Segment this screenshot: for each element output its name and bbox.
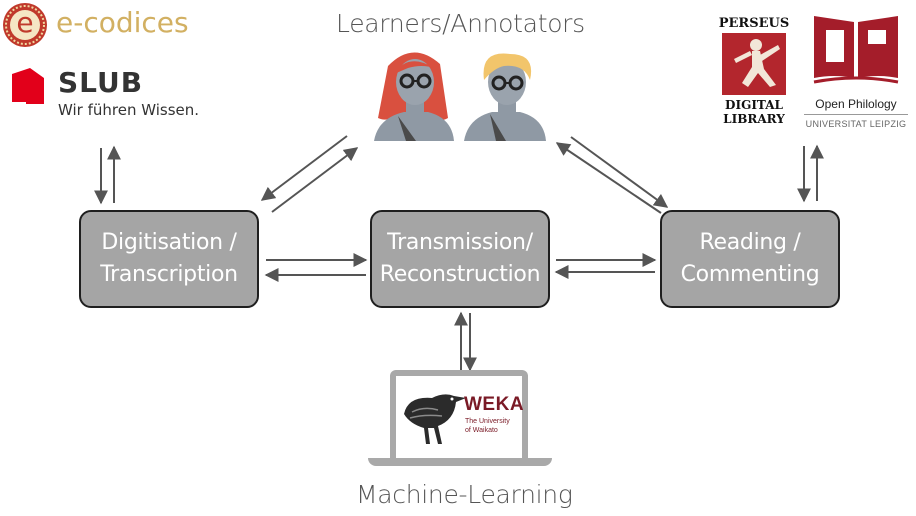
ecodices-wordmark: e-codices [56, 6, 189, 39]
perseus-logo: PERSEUS DIGITAL LIBRARY [714, 16, 794, 132]
weka-name: WEKA [464, 394, 525, 415]
perseus-library: LIBRARY [723, 112, 785, 126]
arrow-learners-to-digitisation [260, 135, 348, 201]
perseus-figure-icon [722, 33, 786, 95]
arrow-reading-to-learners [555, 142, 662, 214]
reading-commenting-node: Reading / Commenting [660, 210, 840, 308]
node-label-line1: Reading / [699, 230, 801, 255]
ecodices-emblem-icon [3, 3, 47, 47]
arrow-digitisation-to-learners [271, 147, 359, 213]
open-philology-affiliation: UNIVERSITAT LEIPZIG [805, 119, 907, 129]
perseus-title: PERSEUS [718, 16, 790, 31]
node-label-line1: Transmission/ [387, 230, 533, 255]
slub-tagline: Wir führen Wissen. [58, 101, 200, 119]
ecodices-emblem-letter: e [16, 6, 34, 39]
machine-learning-heading: Machine-Learning [356, 480, 573, 509]
weka-bird-icon [404, 394, 466, 444]
node-label-line2: Commenting [680, 262, 820, 287]
slub-square-icon [12, 68, 44, 104]
weka-university-line1: The University [465, 418, 510, 425]
avatar-blond-hair [464, 53, 546, 141]
open-philology-book-icon [813, 16, 899, 84]
arrow-learners-to-reading [570, 136, 669, 208]
digitisation-transcription-node: Digitisation / Transcription [79, 210, 259, 308]
ecodices-logo: e e-codices [2, 2, 212, 48]
weka-laptop: WEKA The University of Waikato [368, 368, 552, 468]
node-label-line2: Transcription [100, 262, 238, 287]
slub-name: SLUB [58, 66, 144, 99]
learners-annotators-heading: Learners/Annotators [336, 9, 585, 38]
open-philology-logo: Open Philology UNIVERSITAT LEIPZIG [800, 16, 912, 132]
slub-logo: SLUB Wir führen Wissen. [10, 64, 210, 124]
perseus-digital: DIGITAL [725, 98, 783, 112]
avatar-red-hair [374, 52, 454, 141]
node-label-line2: Reconstruction [379, 262, 541, 287]
weka-university-line2: of Waikato [465, 427, 498, 434]
node-label-line1: Digitisation / [101, 230, 237, 255]
learner-avatars [374, 52, 546, 141]
open-philology-name: Open Philology [815, 97, 897, 111]
open-philology-divider [804, 114, 908, 115]
transmission-reconstruction-node: Transmission/ Reconstruction [370, 210, 550, 308]
laptop-base [368, 458, 552, 466]
